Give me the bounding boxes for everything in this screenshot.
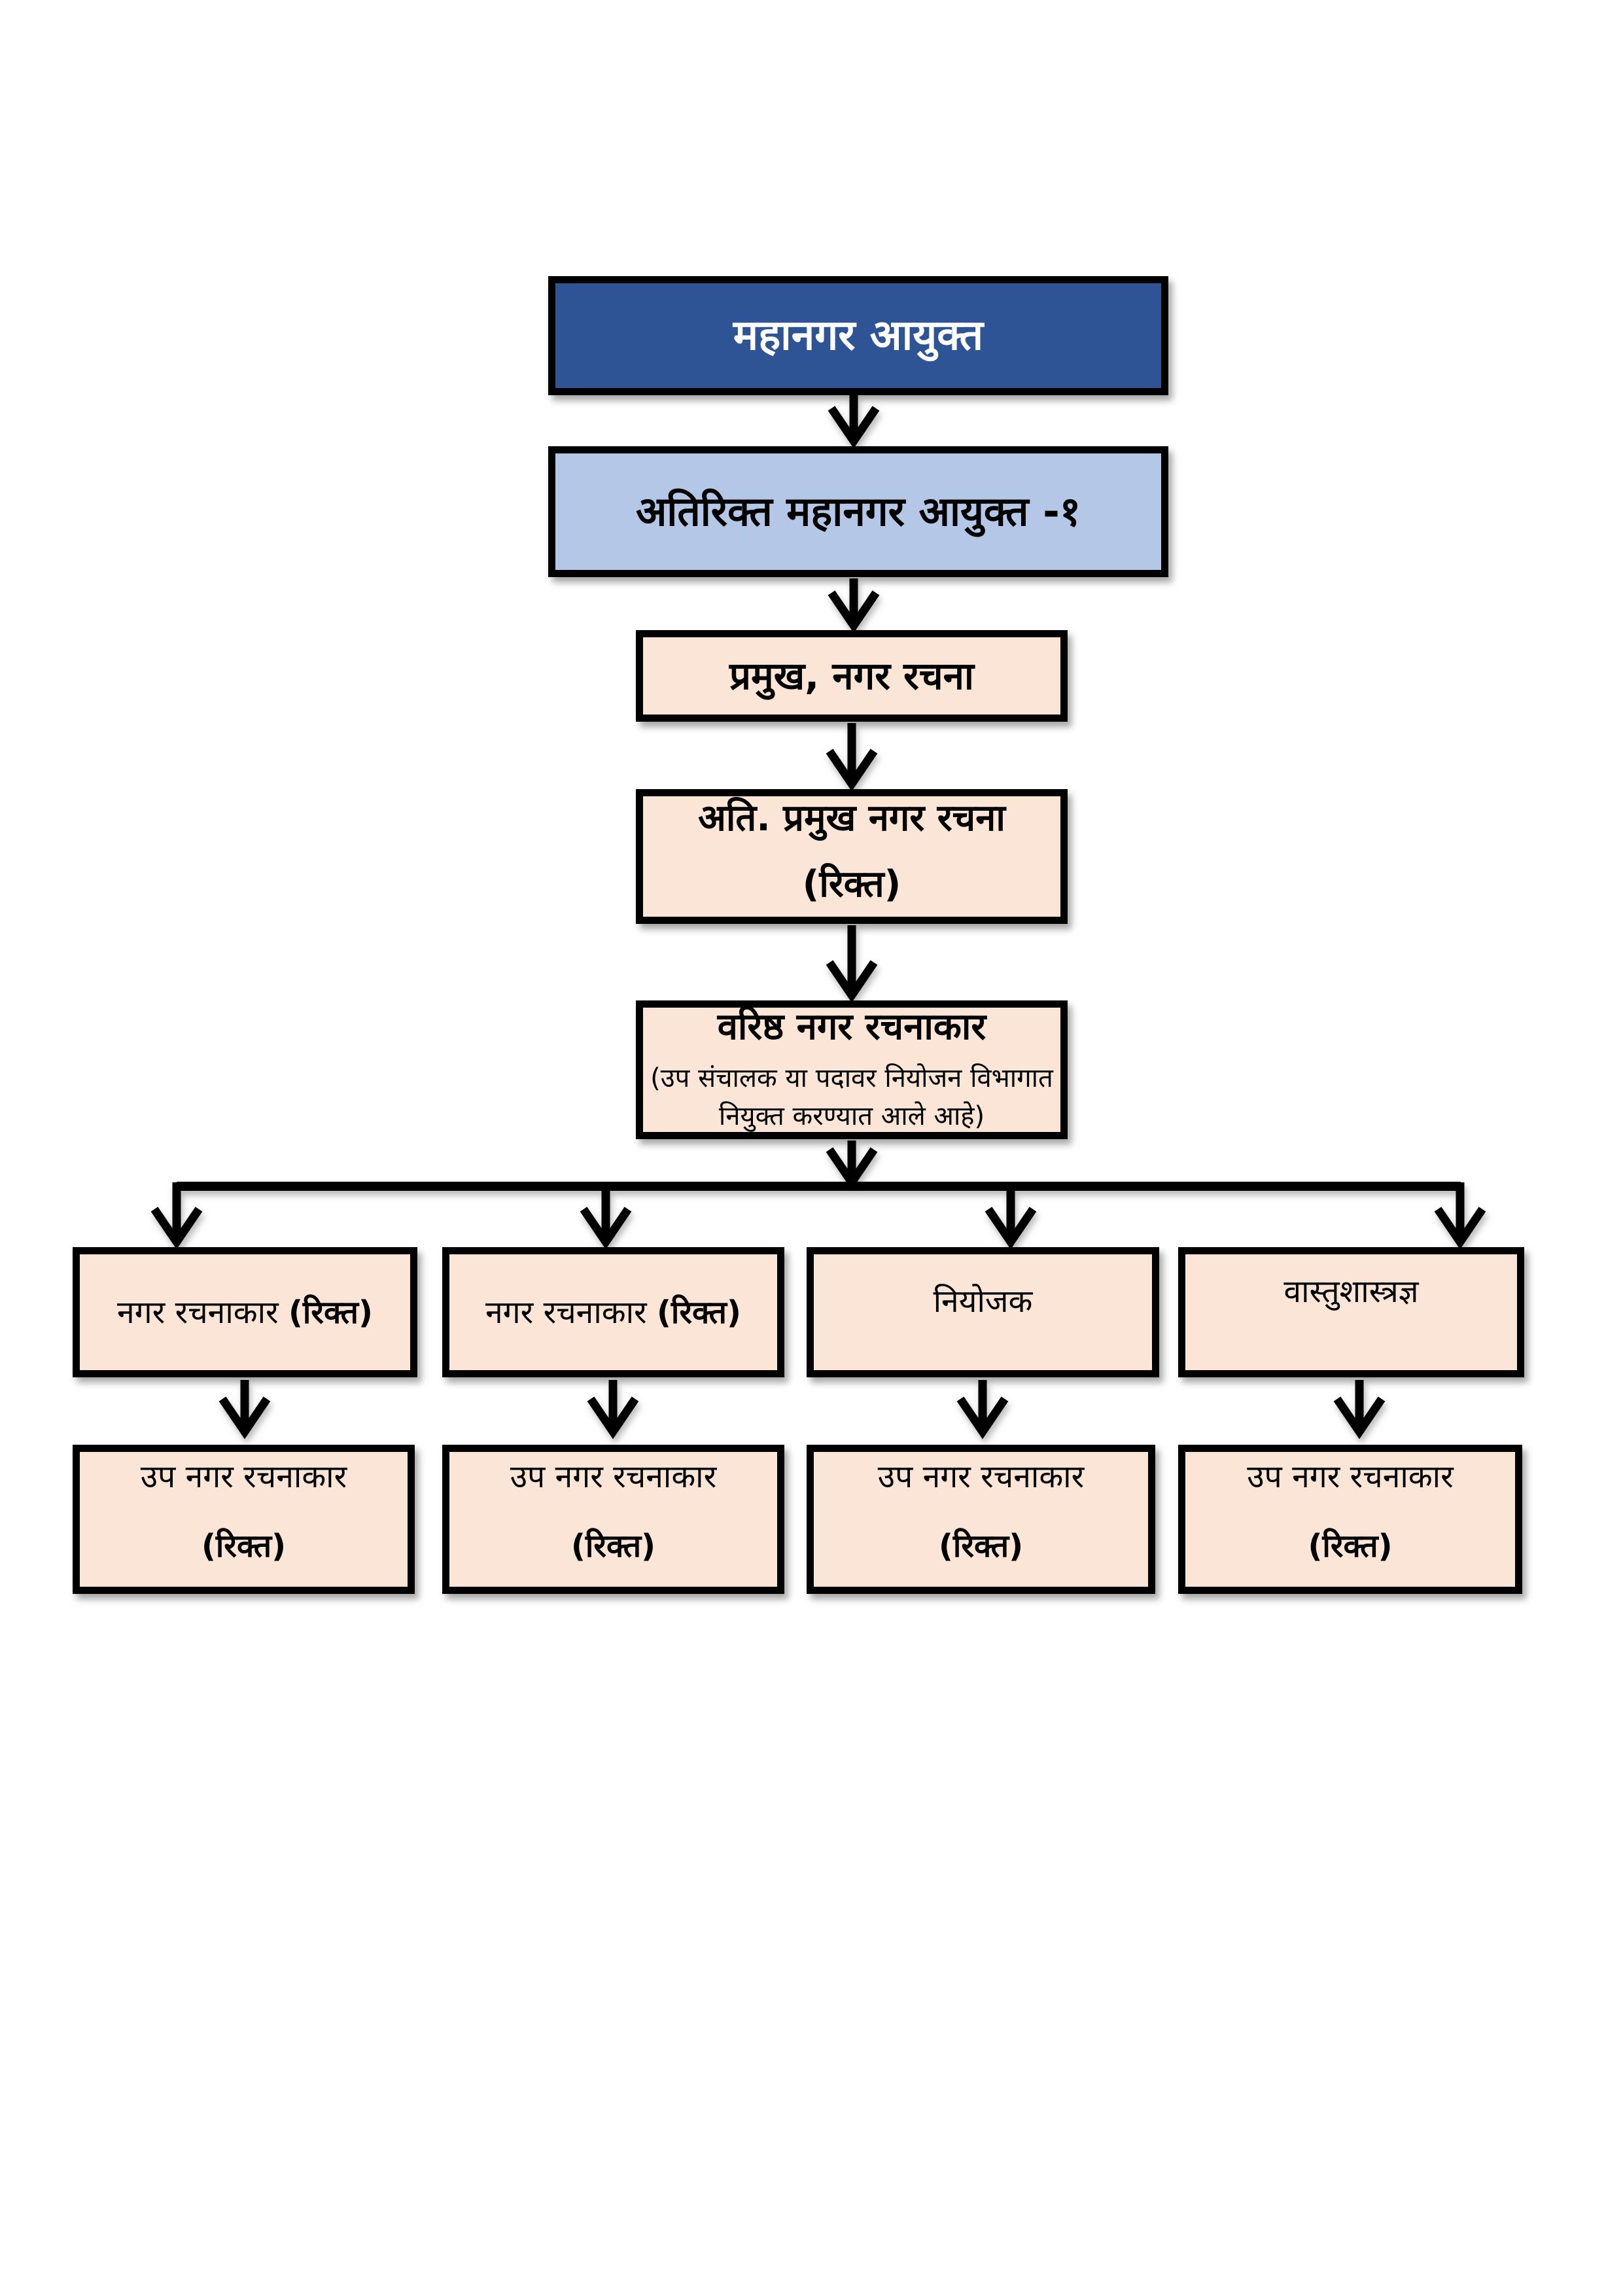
arrow-level4-to-level5 bbox=[826, 925, 878, 1003]
node-town-planner-2-vacancy: (रिक्त) bbox=[656, 1294, 741, 1331]
node-deputy-town-planner-3: उप नगर रचनाकार (रिक्त) bbox=[807, 1445, 1155, 1594]
node-town-planner-1-label: नगर रचनाकार bbox=[117, 1294, 279, 1331]
node-planner-label: नियोजक bbox=[933, 1282, 1033, 1320]
node-senior-town-planner-label: वरिष्ठ नगर रचनाकार bbox=[717, 1006, 986, 1048]
arrow-level2-to-level3 bbox=[828, 578, 880, 633]
node-additional-municipal-commissioner-label: अतिरिक्त महानगर आयुक्त -१ bbox=[635, 487, 1081, 536]
node-deputy-town-planner-4-vacancy: (रिक्त) bbox=[1308, 1528, 1393, 1564]
node-chief-town-planning: प्रमुख, नगर रचना bbox=[636, 630, 1068, 722]
node-addl-chief-town-planning-label: अति. प्रमुख नगर रचना bbox=[698, 797, 1005, 840]
arrow-level5-to-branch bbox=[826, 1140, 878, 1190]
node-deputy-town-planner-2: उप नगर रचनाकार (रिक्त) bbox=[442, 1445, 784, 1594]
node-planner: नियोजक bbox=[807, 1247, 1159, 1377]
node-deputy-town-planner-3-vacancy: (रिक्त) bbox=[938, 1528, 1024, 1564]
node-senior-town-planner: वरिष्ठ नगर रचनाकार (उप संचालक या पदावर न… bbox=[636, 1000, 1068, 1139]
node-deputy-town-planner-4: उप नगर रचनाकार (रिक्त) bbox=[1178, 1445, 1522, 1594]
node-architect-label: वास्तुशास्त्रज्ञ bbox=[1283, 1273, 1419, 1310]
node-deputy-town-planner-1-label: उप नगर रचनाकार bbox=[140, 1458, 347, 1495]
node-addl-chief-town-planning: अति. प्रमुख नगर रचना (रिक्त) bbox=[636, 789, 1068, 924]
node-architect: वास्तुशास्त्रज्ञ bbox=[1178, 1247, 1524, 1377]
branch-arrow-1 bbox=[150, 1182, 203, 1250]
node-municipal-commissioner: महानगर आयुक्त bbox=[548, 276, 1168, 395]
node-additional-municipal-commissioner: अतिरिक्त महानगर आयुक्त -१ bbox=[548, 446, 1168, 577]
branch-arrow-2 bbox=[580, 1186, 632, 1250]
node-town-planner-2-text: नगर रचनाकार (रिक्त) bbox=[485, 1293, 741, 1332]
node-town-planner-1-vacancy: (रिक्त) bbox=[288, 1294, 373, 1331]
node-deputy-town-planner-3-label: उप नगर रचनाकार bbox=[877, 1458, 1085, 1495]
arrow-level3-to-level4 bbox=[826, 723, 878, 792]
arrow-planner4-to-deputy4 bbox=[1333, 1380, 1386, 1439]
node-senior-town-planner-note-line2: नियुक्त करण्यात आले आहे) bbox=[718, 1101, 985, 1131]
node-addl-chief-town-planning-vacancy: (रिक्त) bbox=[802, 863, 901, 906]
node-senior-town-planner-note-line1: (उप संचालक या पदावर नियोजन विभागात bbox=[650, 1063, 1053, 1093]
node-deputy-town-planner-4-label: उप नगर रचनाकार bbox=[1247, 1458, 1454, 1495]
node-town-planner-2: नगर रचनाकार (रिक्त) bbox=[442, 1247, 784, 1377]
node-chief-town-planning-label: प्रमुख, नगर रचना bbox=[729, 653, 974, 698]
node-town-planner-1-text: नगर रचनाकार (रिक्त) bbox=[117, 1293, 373, 1332]
node-municipal-commissioner-label: महानगर आयुक्त bbox=[733, 311, 984, 360]
arrow-planner3-to-deputy3 bbox=[956, 1380, 1009, 1439]
branch-arrow-4 bbox=[1434, 1182, 1486, 1250]
branch-arrow-3 bbox=[985, 1186, 1037, 1250]
node-town-planner-1: नगर रचनाकार (रिक्त) bbox=[73, 1247, 417, 1377]
node-deputy-town-planner-1: उप नगर रचनाकार (रिक्त) bbox=[73, 1445, 415, 1594]
arrow-planner1-to-deputy1 bbox=[218, 1380, 271, 1439]
node-deputy-town-planner-1-vacancy: (रिक्त) bbox=[201, 1528, 287, 1564]
node-deputy-town-planner-2-vacancy: (रिक्त) bbox=[570, 1528, 656, 1564]
node-town-planner-2-label: नगर रचनाकार bbox=[485, 1294, 647, 1331]
arrow-level1-to-level2 bbox=[828, 395, 880, 449]
arrow-planner2-to-deputy2 bbox=[587, 1380, 639, 1439]
node-deputy-town-planner-2-label: उप नगर रचनाकार bbox=[510, 1458, 717, 1495]
